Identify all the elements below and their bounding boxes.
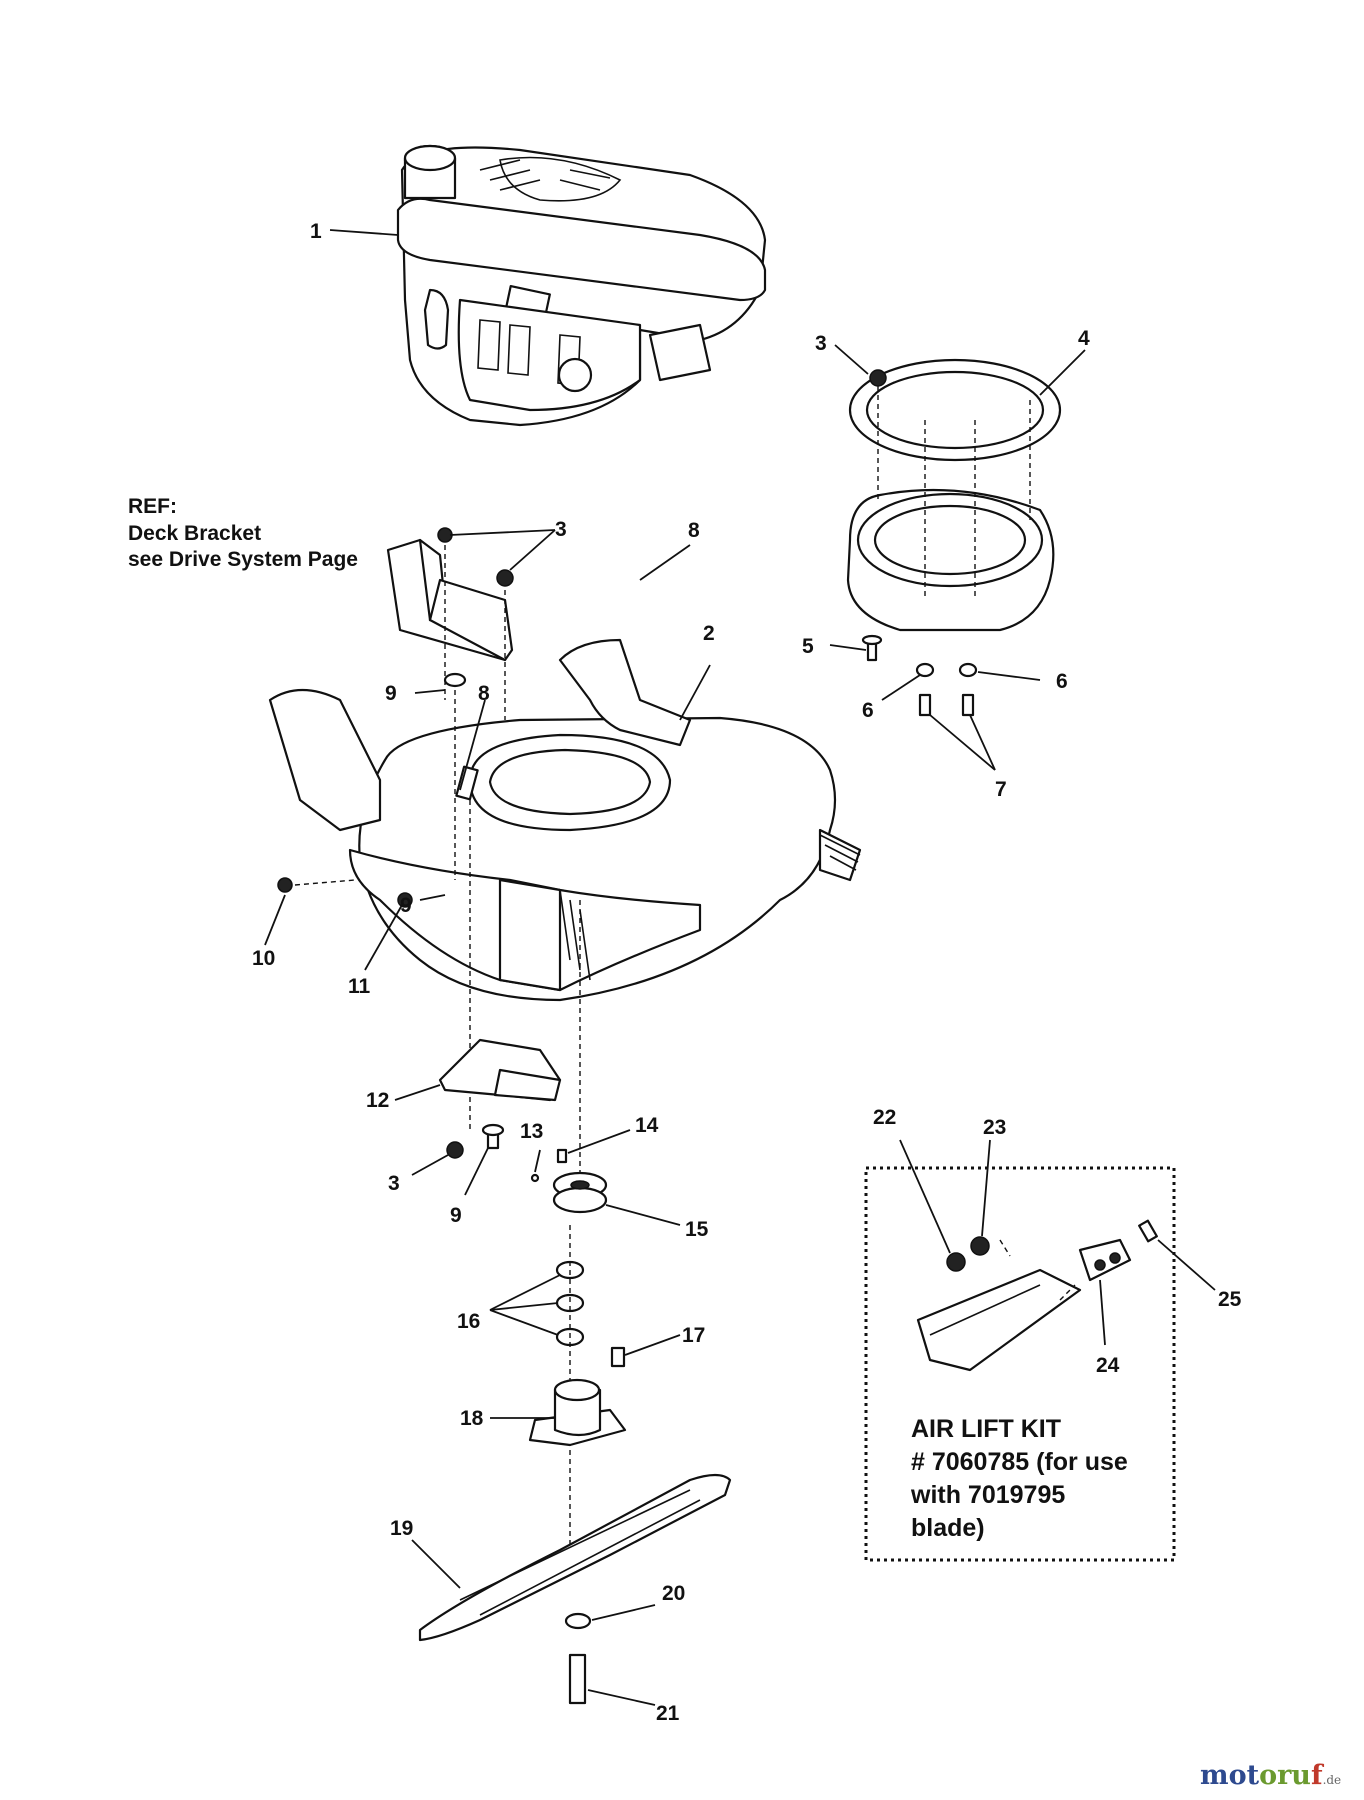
watermark-part3: f [1310,1760,1323,1791]
callout-8: 8 [478,682,490,705]
watermark-part1: mot [1200,1760,1260,1791]
mower-deck-illustration [268,638,862,1180]
deck-bracket-illustration [386,527,514,720]
callout-13: 13 [520,1120,543,1143]
callout-leaders [264,229,1216,1706]
spacer-ring-illustration [846,358,1062,717]
callout-12: 12 [366,1089,389,1112]
callout-3: 3 [388,1172,400,1195]
callout-22: 22 [873,1106,896,1129]
air-lift-kit-blade: blade) [911,1514,985,1542]
callout-21: 21 [656,1702,680,1725]
watermark-logo: motoruf.de [1200,1760,1341,1791]
callout-23: 23 [983,1116,1006,1139]
callout-labels: 1 2 3 3 3 4 5 6 6 7 8 8 9 9 9 10 11 12 1… [252,220,1242,1725]
air-lift-kit-illustration [916,1219,1158,1372]
watermark-part2: oru [1259,1760,1311,1791]
callout-2: 2 [703,622,715,645]
callout-5: 5 [802,635,814,658]
ref-note-line1: REF: [128,495,177,518]
callout-6: 6 [862,699,874,722]
callout-8: 8 [688,519,700,542]
callout-6: 6 [1056,670,1068,693]
adapter-parts-illustration [446,1123,627,1560]
callout-3: 3 [555,518,567,541]
callout-9: 9 [385,682,397,705]
callout-9: 9 [450,1204,462,1227]
callout-15: 15 [685,1218,709,1241]
baffle-illustration [438,1038,562,1102]
air-lift-kit-number: # 7060785 (for use [911,1448,1128,1476]
callout-16: 16 [457,1310,480,1333]
callout-17: 17 [682,1324,705,1347]
callout-20: 20 [662,1582,685,1605]
callout-11: 11 [348,975,371,998]
callout-18: 18 [460,1407,484,1430]
callout-25: 25 [1218,1288,1242,1311]
watermark-tld: .de [1322,1773,1342,1787]
callout-19: 19 [390,1517,413,1540]
callout-10: 10 [252,947,275,970]
blade-illustration [418,1473,732,1705]
callout-24: 24 [1096,1354,1120,1377]
engine-illustration [396,144,767,427]
callout-7: 7 [995,778,1007,801]
callout-14: 14 [635,1114,659,1137]
callout-1: 1 [310,220,322,243]
air-lift-kit-box [864,1166,1176,1562]
air-lift-kit-compat: with 7019795 [910,1481,1065,1509]
ref-note-line2: Deck Bracket [128,522,261,545]
callout-4: 4 [1078,327,1090,350]
callout-9: 9 [400,894,412,917]
ref-note-line3: see Drive System Page [128,548,358,571]
air-lift-kit-title: AIR LIFT KIT [911,1415,1061,1443]
callout-3: 3 [815,332,827,355]
